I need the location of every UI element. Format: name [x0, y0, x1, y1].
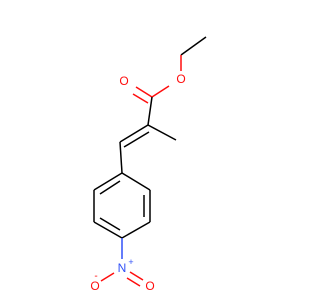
bond	[99, 217, 121, 231]
charge-plus: +	[128, 257, 133, 267]
bond	[100, 272, 115, 282]
bond	[119, 141, 123, 174]
bond	[121, 172, 151, 191]
bond	[147, 96, 153, 126]
bond	[93, 221, 123, 239]
atom-label-ester-o: O	[176, 72, 185, 86]
bond	[126, 277, 141, 287]
bond	[119, 124, 149, 143]
bond	[99, 180, 121, 195]
structure-canvas: O O N + O - O	[90, 36, 207, 293]
molecule-diagram: O O N + O - O	[90, 36, 207, 293]
bond	[147, 124, 177, 141]
bond	[180, 36, 207, 56]
charge-minus: -	[94, 271, 97, 282]
bond	[123, 131, 150, 148]
bond	[135, 86, 153, 98]
atom-label-nitro-n: N	[118, 261, 127, 275]
bond	[129, 271, 144, 281]
atom-label-carbonyl-o: O	[119, 74, 128, 88]
atom-label-nitro-o-left: O	[90, 279, 99, 293]
bond	[121, 221, 151, 239]
bond	[132, 93, 149, 104]
atom-label-nitro-o-right: O	[145, 279, 154, 293]
bond	[93, 172, 123, 191]
bond	[151, 85, 170, 98]
